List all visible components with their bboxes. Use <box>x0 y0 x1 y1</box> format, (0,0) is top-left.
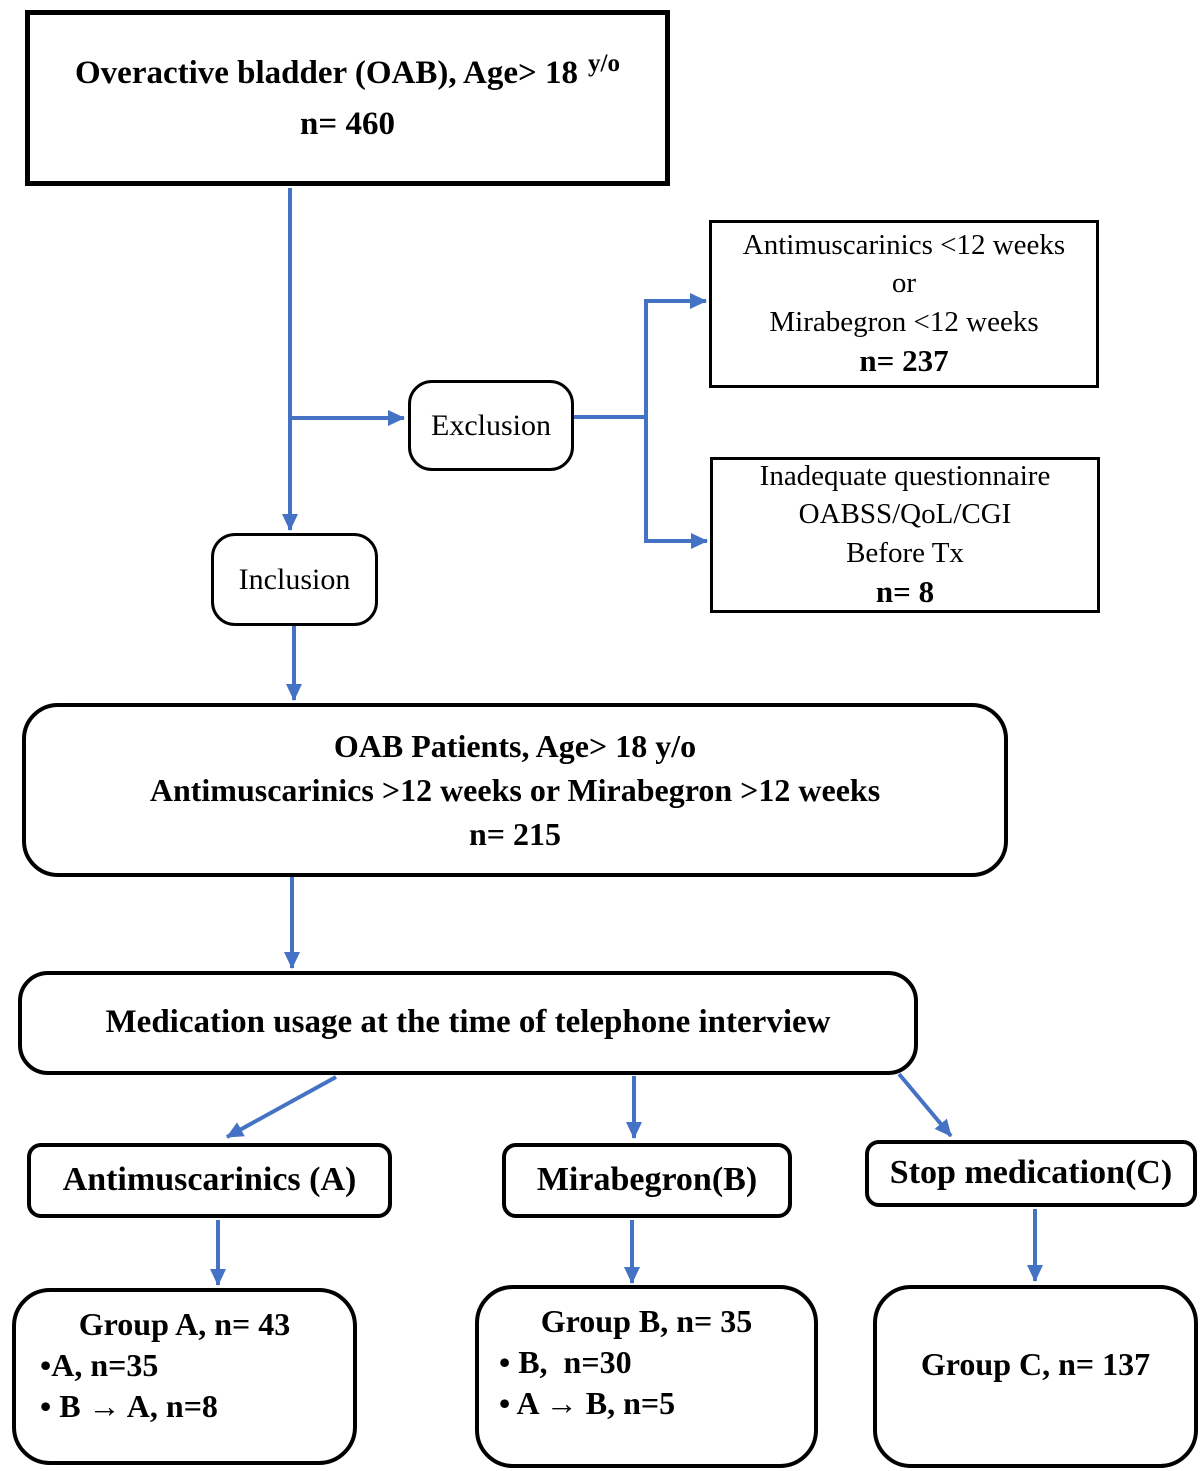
arrow-interview-to-arm-c <box>897 1072 953 1138</box>
group-c-title: Group C, n= 137 <box>920 1346 1151 1382</box>
excluded-duration-line1: Antimuscarinics <12 weeks <box>742 229 1066 262</box>
node-interview: Medication usage at the time of telephon… <box>18 971 918 1075</box>
group-a-item-2: • B → A, n=8 <box>40 1387 218 1424</box>
excluded-duration-count: n= 237 <box>859 342 949 378</box>
interview-label: Medication usage at the time of telephon… <box>105 1004 831 1041</box>
node-oab-screened-count: n= 460 <box>300 106 395 143</box>
arm-mirabegron-label: Mirabegron(B) <box>536 1161 758 1199</box>
node-group-b: Group B, n= 35 • B, n=30 • A → B, n=5 <box>475 1285 818 1468</box>
excluded-questionnaire-line1: Inadequate questionnaire <box>759 460 1051 493</box>
group-b-item-2: • A → B, n=5 <box>499 1384 676 1421</box>
arrow-exclusion-to-duration-box <box>574 293 707 419</box>
node-arm-antimuscarinics: Antimuscarinics (A) <box>27 1143 392 1218</box>
arrow-interview-to-arm-a <box>226 1075 337 1139</box>
node-group-c: Group C, n= 137 <box>873 1285 1198 1468</box>
node-excluded-questionnaire: Inadequate questionnaire OABSS/QoL/CGI B… <box>710 457 1100 613</box>
arm-stop-medication-label: Stop medication(C) <box>889 1154 1173 1192</box>
group-a-item-1: •A, n=35 <box>40 1346 159 1383</box>
node-arm-stop-medication: Stop medication(C) <box>865 1140 1197 1207</box>
node-arm-mirabegron: Mirabegron(B) <box>502 1143 792 1218</box>
node-group-a: Group A, n= 43 •A, n=35 • B → A, n=8 <box>12 1288 357 1465</box>
exclusion-label: Exclusion <box>431 408 551 442</box>
arrow-exclusion-to-questionnaire-box <box>644 417 708 549</box>
excluded-duration-line3: Mirabegron <12 weeks <box>769 305 1039 338</box>
node-inclusion: Inclusion <box>211 533 378 626</box>
group-b-title: Group B, n= 35 <box>540 1303 753 1339</box>
arm-antimuscarinics-label: Antimuscarinics (A) <box>62 1161 357 1199</box>
node-included-cohort: OAB Patients, Age> 18 y/o Antimuscarinic… <box>22 703 1008 877</box>
included-cohort-line2: Antimuscarinics >12 weeks or Mirabegron … <box>149 771 881 808</box>
node-excluded-duration: Antimuscarinics <12 weeks or Mirabegron … <box>709 220 1099 388</box>
included-cohort-line1: OAB Patients, Age> 18 y/o <box>333 727 697 764</box>
node-oab-screened-text: Overactive bladder (OAB), Age> 18 <box>75 55 579 91</box>
node-exclusion: Exclusion <box>408 380 574 471</box>
excluded-questionnaire-count: n= 8 <box>875 573 935 609</box>
inclusion-label: Inclusion <box>238 562 351 596</box>
node-oab-screened: Overactive bladder (OAB), Age> 18 y/o n= … <box>25 10 670 186</box>
excluded-questionnaire-line3: Before Tx <box>846 536 964 569</box>
node-oab-screened-superscript: y/o <box>588 50 620 77</box>
included-cohort-count: n= 215 <box>468 816 562 853</box>
excluded-questionnaire-line2: OABSS/QoL/CGI <box>798 498 1012 531</box>
excluded-duration-line2: or <box>891 267 917 300</box>
node-oab-screened-line1: Overactive bladder (OAB), Age> 18 y/o <box>75 45 620 99</box>
group-b-item-1: • B, n=30 <box>499 1343 632 1380</box>
group-a-title: Group A, n= 43 <box>78 1306 291 1342</box>
